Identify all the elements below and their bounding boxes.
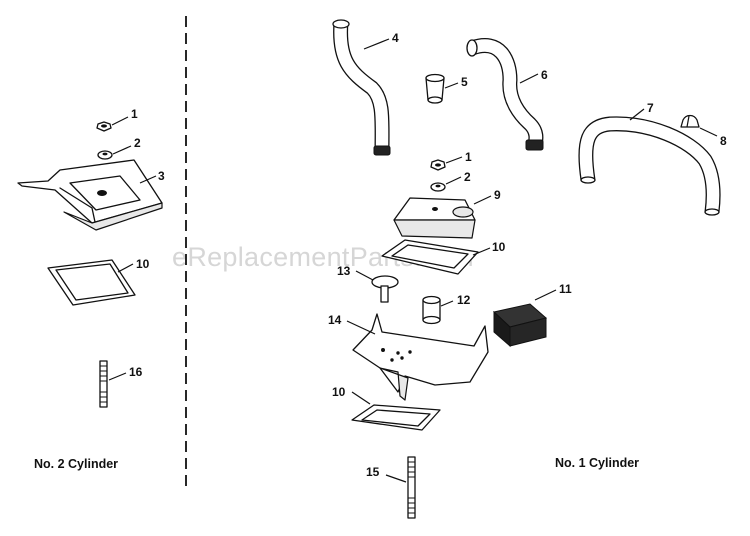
callout-16-left: 16 <box>129 365 143 379</box>
callout-15: 15 <box>366 465 380 479</box>
callout-10-left: 10 <box>136 257 150 271</box>
part-stud-15 <box>407 456 416 519</box>
part-washer-left <box>97 150 113 160</box>
callout-12: 12 <box>457 293 471 307</box>
part-spacer-12 <box>422 295 441 325</box>
callout-5: 5 <box>461 75 468 89</box>
callout-10-right-upper: 10 <box>492 240 506 254</box>
caption-no1-cylinder: No. 1 Cylinder <box>555 456 639 470</box>
callout-10-right-lower: 10 <box>332 385 346 399</box>
part-u-tube-7 <box>578 116 721 216</box>
callout-3-left: 3 <box>158 169 165 183</box>
part-breather-tube-4 <box>332 19 391 156</box>
part-nut-right <box>430 159 446 171</box>
callout-14: 14 <box>328 313 342 327</box>
part-grommet-5 <box>425 73 445 104</box>
callout-2-left: 2 <box>134 136 141 150</box>
callout-6: 6 <box>541 68 548 82</box>
callout-2-right: 2 <box>464 170 471 184</box>
part-washer-right <box>430 182 446 192</box>
callout-1-right: 1 <box>465 150 472 164</box>
part-breather-tube-6 <box>466 38 544 151</box>
part-valve-cover-bracket-left <box>17 159 163 231</box>
callout-9: 9 <box>494 188 501 202</box>
callout-13: 13 <box>337 264 351 278</box>
callout-11: 11 <box>559 282 572 296</box>
caption-no2-cylinder: No. 2 Cylinder <box>34 457 118 471</box>
part-valve-cover-9 <box>393 197 476 239</box>
part-filter-element-11 <box>492 303 548 348</box>
part-nut-left <box>96 121 112 132</box>
callout-8: 8 <box>720 134 727 148</box>
callout-7: 7 <box>647 101 654 115</box>
part-baffle-14 <box>352 313 489 401</box>
callout-1-left: 1 <box>131 107 138 121</box>
part-stud-left <box>99 360 108 408</box>
part-clamp-8 <box>680 114 700 128</box>
part-gasket-left <box>47 259 136 306</box>
part-gasket-right-upper <box>381 239 479 275</box>
part-push-pin-13 <box>371 275 399 303</box>
callout-4: 4 <box>392 31 399 45</box>
part-gasket-right-lower <box>351 404 441 431</box>
